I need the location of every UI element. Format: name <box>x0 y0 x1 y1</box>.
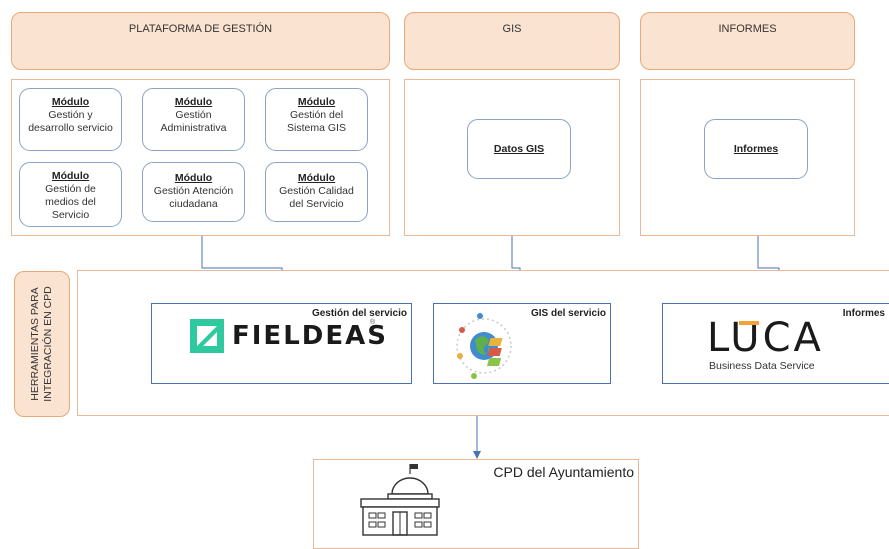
module-title: Módulo <box>297 96 336 108</box>
fieldeas-logo-text: FIELDEAS <box>232 321 388 351</box>
header-informes: INFORMES <box>640 12 855 70</box>
informes-box: Informes <box>704 119 808 179</box>
module-gestion-administrativa: Módulo Gestión Administrativa <box>142 88 245 151</box>
module-body: Gestión Administrativa <box>160 109 227 134</box>
datos-gis-box: Datos GIS <box>467 119 571 179</box>
cpd-label: CPD del Ayuntamiento <box>493 464 634 480</box>
header-plataforma: PLATAFORMA DE GESTIÓN <box>11 12 390 70</box>
fieldeas-logo-icon <box>190 319 224 353</box>
module-title: Módulo <box>174 172 213 184</box>
module-title: Módulo <box>297 172 336 184</box>
herramientas-label: HERRAMIENTAS PARA INTEGRACIÓN EN CPD <box>14 271 70 417</box>
gis-globe-icon <box>456 313 512 379</box>
module-body: Gestión de medios del Servicio <box>45 183 96 221</box>
module-gestion-atencion: Módulo Gestión Atención ciudadana <box>142 162 245 222</box>
gis-panel: Datos GIS <box>404 79 620 236</box>
module-body: Gestión Calidad del Servicio <box>279 185 354 210</box>
tool-gis-label: GIS del servicio <box>530 308 606 319</box>
module-body: Gestión y desarrollo servicio <box>28 109 113 134</box>
cpd-ayuntamiento: CPD del Ayuntamiento <box>313 459 639 549</box>
informes-panel: Informes <box>640 79 855 236</box>
luca-logo-text: LUCA <box>707 315 824 361</box>
module-body: Gestión Atención ciudadana <box>153 185 234 210</box>
module-gestion-calidad: Módulo Gestión Calidad del Servicio <box>265 162 368 222</box>
herramientas-label-text: HERRAMIENTAS PARA INTEGRACIÓN EN CPD <box>29 286 54 402</box>
module-gestion-medios: Módulo Gestión de medios del Servicio <box>19 162 122 227</box>
module-gestion-gis: Módulo Gestión del Sistema GIS <box>265 88 368 151</box>
plataforma-panel: Módulo Gestión y desarrollo servicio Mód… <box>11 79 390 236</box>
town-hall-icon <box>360 464 440 536</box>
module-title: Módulo <box>51 170 90 182</box>
tool-fieldeas: Gestión del servicio FIELDEAS ® <box>151 303 412 384</box>
tool-luca-label: Informes <box>842 308 885 319</box>
tool-luca: Informes LUCA Business Data Service <box>662 303 889 384</box>
fieldeas-registered-mark: ® <box>370 319 376 326</box>
tool-gis-servicio: GIS del servicio <box>433 303 611 384</box>
module-gestion-desarrollo: Módulo Gestión y desarrollo servicio <box>19 88 122 151</box>
luca-subtitle: Business Data Service <box>709 360 815 372</box>
module-title: Módulo <box>174 96 213 108</box>
tool-fieldeas-label: Gestión del servicio <box>311 308 407 319</box>
luca-accent-bar <box>739 321 759 325</box>
module-title: Módulo <box>51 96 90 108</box>
module-body: Gestión del Sistema GIS <box>287 109 346 134</box>
header-gis: GIS <box>404 12 620 70</box>
